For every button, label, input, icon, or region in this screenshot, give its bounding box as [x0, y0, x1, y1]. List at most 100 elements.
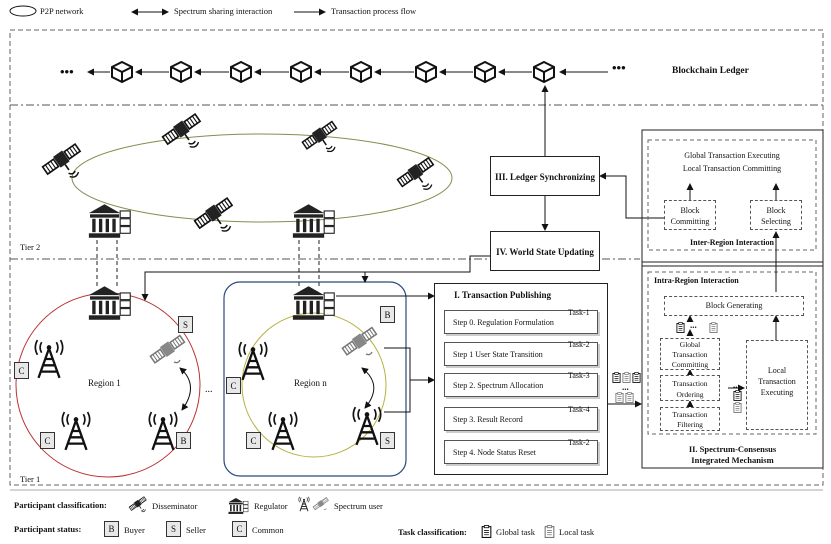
sharing-arrow-region1 [179, 367, 191, 411]
step-3: Step 3. Result Record [444, 407, 598, 431]
mechanism-title-line1: II. Spectrum-Consensus [688, 444, 777, 454]
gtc-line3: Committing [671, 360, 709, 369]
legend-task-classification: Task classification: [398, 527, 467, 537]
world-state-box: IV. World State Updating [490, 231, 600, 271]
lte-line2: Transaction [758, 377, 796, 386]
legend-participant-classification: Participant classification: [14, 500, 107, 510]
status-badge-buyer: B [176, 432, 191, 449]
mechanism-title-line2: Integrated Mechanism [691, 455, 774, 465]
global-task-icon [733, 390, 742, 401]
status-badge-common: C [226, 377, 241, 394]
satellite-icon [192, 195, 236, 236]
status-badge-common: C [246, 432, 261, 449]
local-task-icon [733, 402, 742, 413]
global-task-icon [676, 322, 685, 333]
block-selecting-line1: Block [766, 206, 786, 215]
legend-tower-icon [298, 496, 310, 512]
blockchain-cubes [87, 61, 555, 83]
regionn-circle [241, 312, 387, 458]
regionn-label: Region n [294, 378, 327, 388]
satellite-icon [160, 111, 204, 152]
lte-line3: Executing [760, 388, 794, 397]
task-label: Task-2 [568, 438, 590, 447]
local-task-icon [625, 392, 634, 403]
legend-spectrum-user-label: Spectrum user [334, 501, 383, 511]
legend-local-task-label: Local task [559, 527, 595, 537]
local-task-icon [615, 392, 624, 403]
regulator-icon [88, 203, 131, 239]
block-selecting-line2: Selecting [761, 217, 791, 226]
legend-disseminator-label: Disseminator [152, 501, 198, 511]
task-ellipsis: ... [733, 380, 740, 390]
legend-satellite-user-icon [312, 496, 330, 511]
legend-common-badge: C [232, 521, 247, 537]
legend-local-task-icon [544, 525, 555, 538]
sharing-arrow-regionn [361, 367, 375, 409]
ledger-title: Blockchain Ledger [672, 66, 749, 76]
mechanism-box [641, 129, 824, 469]
legend-p2p-symbol [9, 5, 37, 17]
status-badge-seller: S [178, 316, 193, 333]
task-ellipsis: ... [622, 382, 629, 392]
legend-disseminator-icon [128, 495, 148, 514]
gtc-line1: Global [679, 340, 701, 349]
global-task-icon [612, 372, 621, 383]
step-1: Step 1 User State Transition [444, 342, 598, 366]
block-generating-box: Block Generating [664, 296, 804, 316]
legend-buyer-label: Buyer [124, 525, 145, 535]
tier2-orbit [71, 133, 453, 223]
global-task-icon [632, 372, 641, 383]
local-transaction-executing-box: Local Transaction Executing [746, 340, 808, 430]
publishing-title: I. Transaction Publishing [454, 290, 551, 300]
task-label: Task-1 [568, 308, 590, 317]
legend-participant-status: Participant status: [14, 524, 82, 534]
ordering-line2: Ordering [676, 390, 704, 399]
satellite-user-icon [340, 325, 379, 358]
inter-region-title: Inter-Region Interaction [690, 238, 774, 247]
legend-seller-badge: S [166, 521, 181, 537]
flow-worldstate-to-region1 [141, 255, 490, 301]
block-selecting-box: Block Selecting [750, 200, 802, 230]
legend-common-label: Common [252, 525, 284, 535]
legend-regulator-icon [228, 497, 249, 515]
spectrum-user-tower-icon [352, 405, 382, 447]
global-transaction-executing: Global Transaction Executing [684, 151, 780, 160]
task-label: Task-2 [568, 340, 590, 349]
task-label: Task-4 [568, 405, 590, 414]
ledger-ellipsis-left: ••• [60, 64, 74, 79]
regulator-icon [88, 285, 131, 321]
ledger-sync-box: III. Ledger Synchronizing [490, 156, 600, 196]
step-4: Step 4. Node Status Reset [444, 440, 598, 464]
block-committing-box: Block Committing [664, 200, 716, 230]
spectrum-user-tower-icon [238, 340, 268, 382]
inter-region-frame [647, 139, 817, 251]
tier2-label: Tier 2 [20, 242, 41, 252]
intra-region-frame [647, 271, 817, 435]
spectrum-user-tower-icon [61, 410, 91, 452]
local-task-icon [622, 372, 631, 383]
p2p-dashed-links [96, 240, 320, 288]
status-badge-common: C [40, 432, 55, 449]
block-committing-line2: Committing [670, 217, 710, 226]
local-transaction-committing: Local Transaction Committing [682, 164, 782, 173]
legend-global-task-label: Global task [496, 527, 535, 537]
transaction-ordering-box: Transaction Ordering [660, 375, 720, 401]
step-2: Step 2. Spectrum Allocation [444, 373, 598, 397]
satellite-icon [395, 155, 437, 194]
transaction-filtering-box: Transaction Filtering [660, 407, 720, 431]
satellite-icon [40, 141, 84, 182]
ordering-line1: Transaction [672, 379, 708, 388]
lte-line1: Local [767, 366, 787, 375]
spectrum-user-tower-icon [148, 410, 178, 452]
ledger-ellipsis-right: ••• [612, 60, 626, 75]
global-transaction-committing-box: Global Transaction Committing [660, 338, 720, 370]
local-task-icon [709, 322, 718, 333]
legend-seller-label: Seller [186, 525, 206, 535]
status-badge-common: C [14, 362, 29, 379]
filtering-line2: Filtering [677, 420, 703, 429]
filtering-line1: Transaction [672, 410, 708, 419]
legend-regulator-label: Regulator [254, 501, 288, 511]
region-ellipsis: ... [205, 384, 213, 395]
region1-label: Region 1 [88, 378, 121, 388]
